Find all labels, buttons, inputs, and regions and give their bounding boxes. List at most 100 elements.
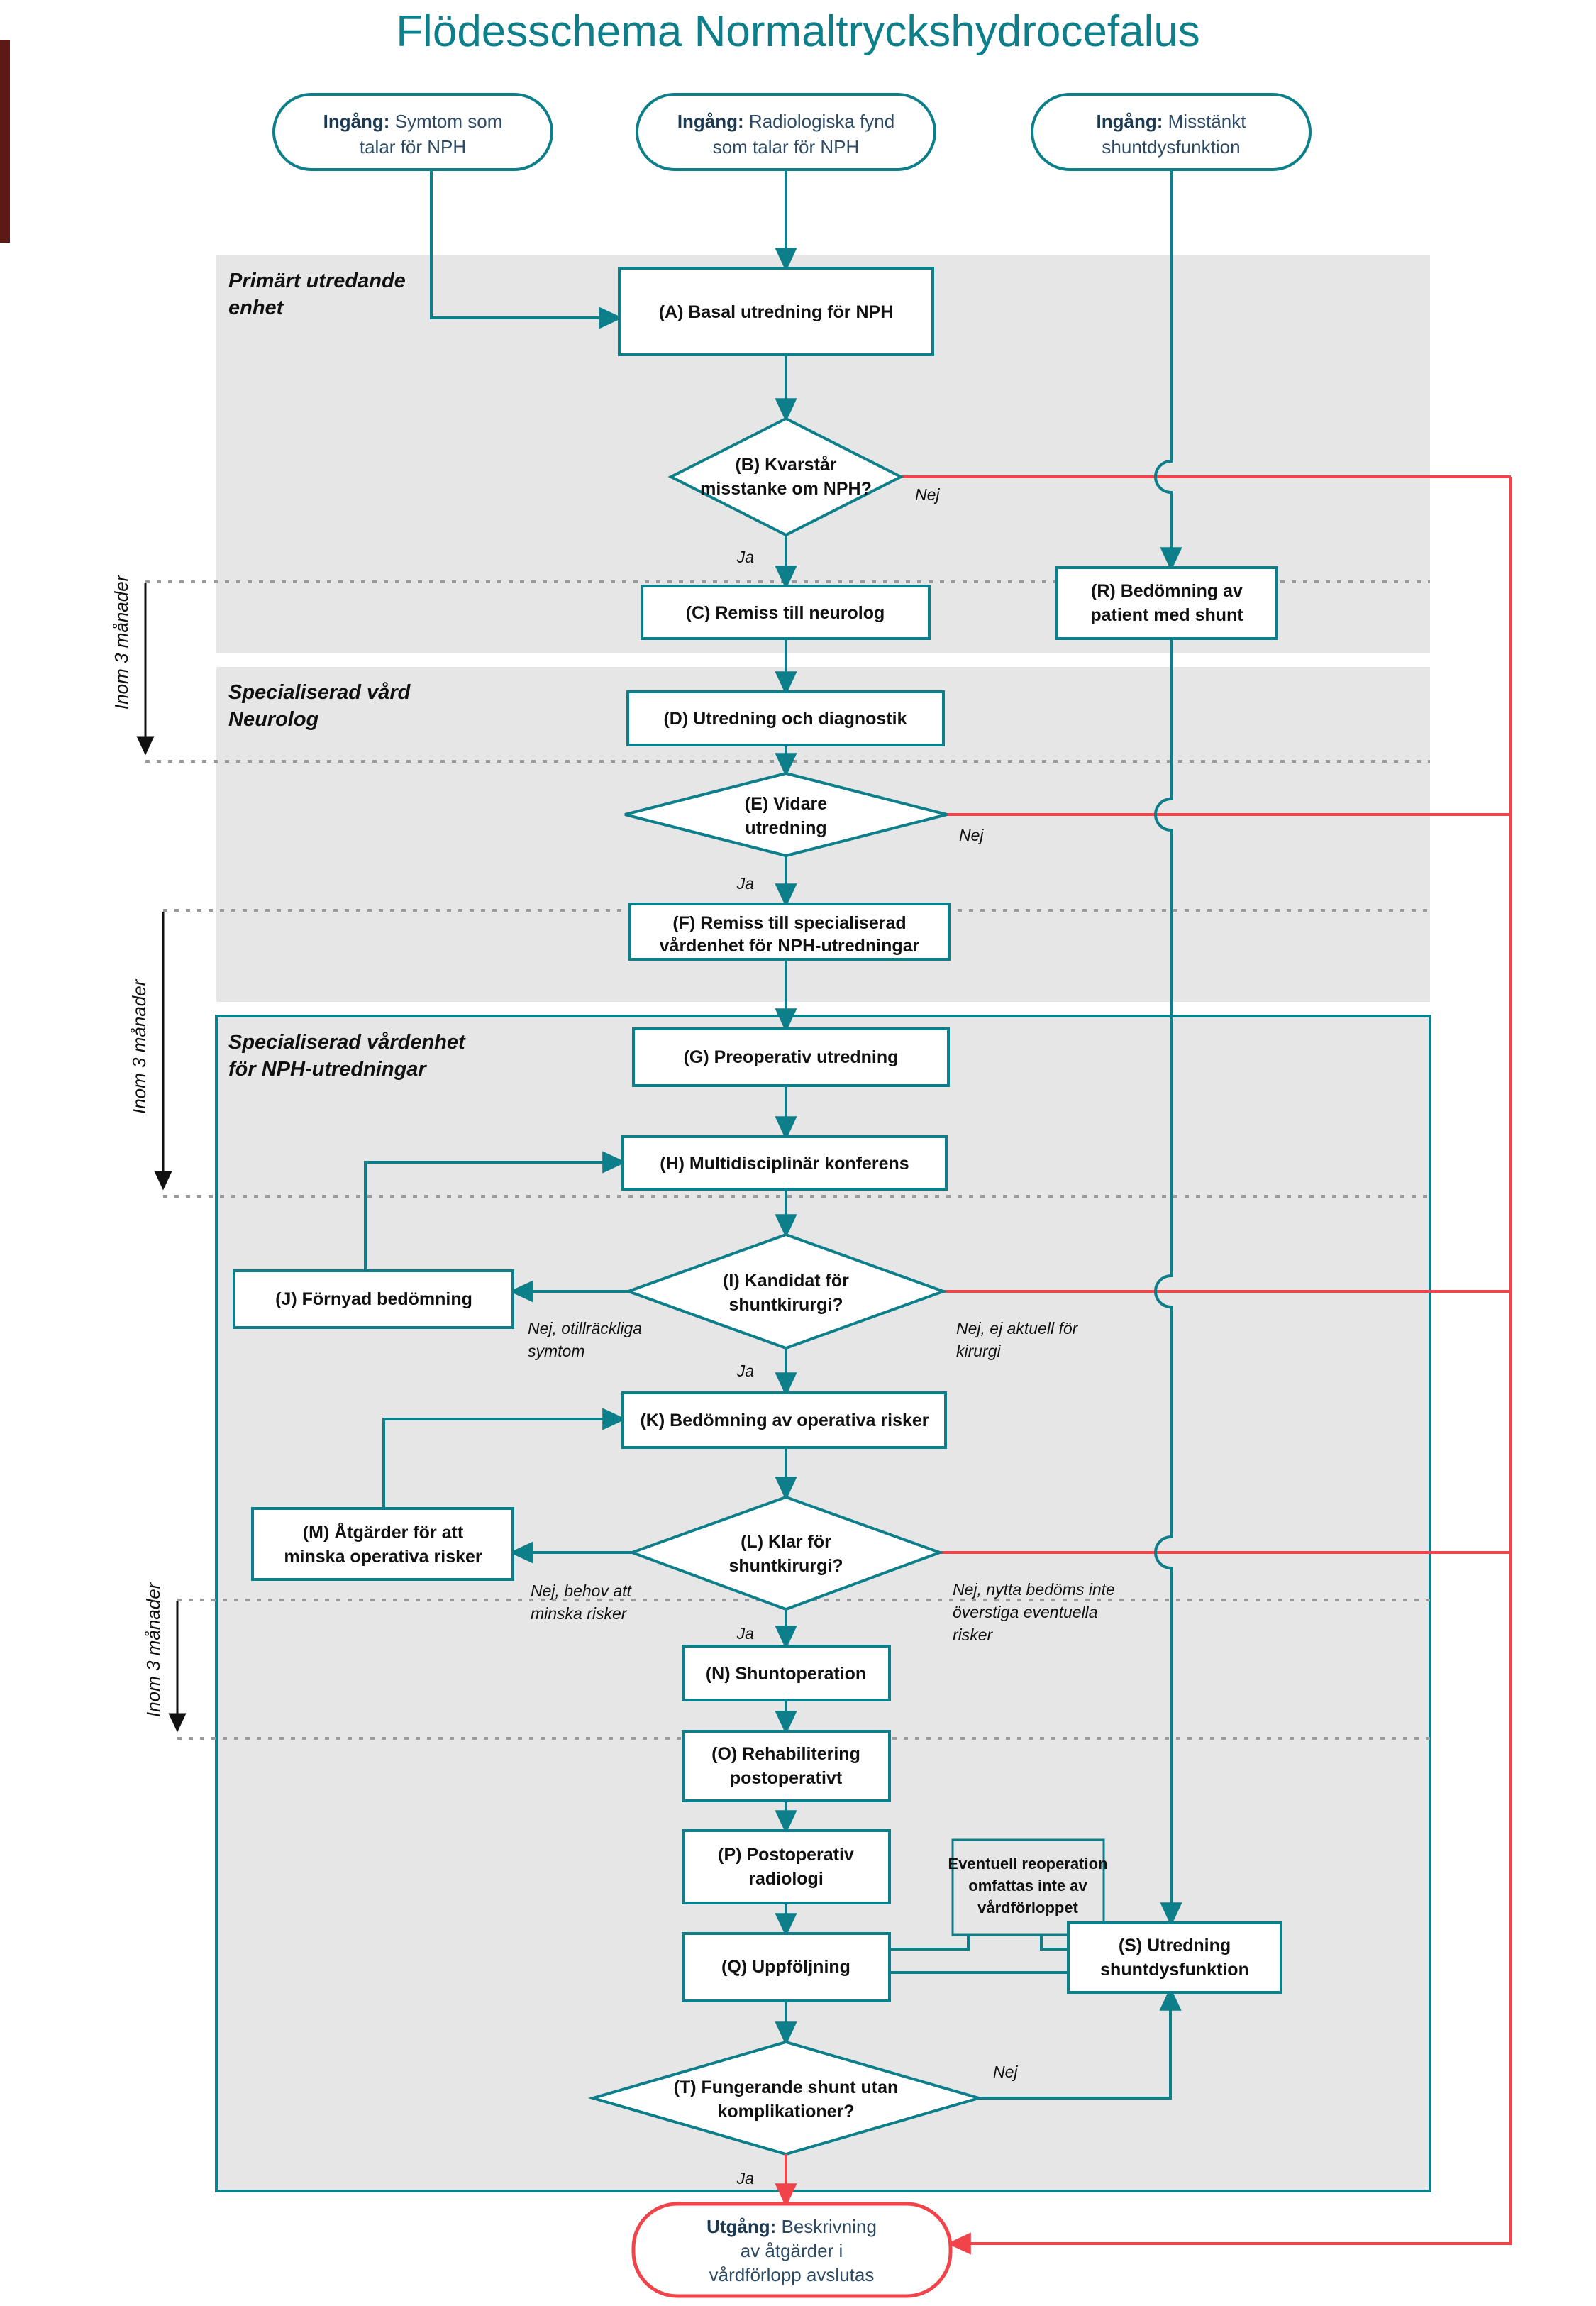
node-b[interactable] bbox=[667, 416, 904, 537]
lane-title-nph-l1: Specialiserad vårdenhet bbox=[228, 1031, 466, 1054]
entry-shunt-line1: Ingång: Misstänkt bbox=[1097, 111, 1247, 132]
label-t-ja: Ja bbox=[736, 2169, 754, 2188]
node-j-label: (J) Förnyad bedömning bbox=[275, 1289, 472, 1309]
label-i-nej-left-1: Nej, otillräckliga bbox=[528, 1319, 642, 1337]
label-e-ja: Ja bbox=[736, 874, 754, 893]
node-l-label-2: shuntkirurgi? bbox=[728, 1556, 843, 1576]
node-e-label-2: utredning bbox=[745, 818, 826, 838]
exit-node[interactable] bbox=[631, 2202, 953, 2298]
entry-node-shunt[interactable] bbox=[1031, 93, 1312, 171]
node-o-label-2: postoperativt bbox=[730, 1768, 843, 1788]
exit-line-2: av åtgärder i bbox=[741, 2240, 843, 2261]
edge-j-to-h bbox=[364, 1151, 626, 1271]
node-h-label: (H) Multidisciplinär konferens bbox=[660, 1154, 909, 1174]
node-c[interactable] bbox=[641, 585, 931, 640]
node-h[interactable] bbox=[621, 1135, 948, 1191]
label-l-nej-right-3: risker bbox=[953, 1626, 994, 1644]
node-q[interactable] bbox=[682, 1932, 891, 2002]
node-d-label: (D) Utredning och diagnostik bbox=[663, 709, 907, 729]
node-i-label-2: shuntkirurgi? bbox=[728, 1295, 843, 1315]
label-l-nej-right-2: överstiga eventuella bbox=[953, 1603, 1098, 1621]
entry-radiologi-line1: Ingång: Radiologiska fynd bbox=[677, 111, 894, 132]
node-b-label-2: misstanke om NPH? bbox=[700, 479, 872, 499]
label-b-ja: Ja bbox=[736, 548, 754, 566]
node-f-label-1: (F) Remiss till specialiserad bbox=[672, 913, 906, 933]
label-l-nej-left-1: Nej, behov att bbox=[531, 1582, 633, 1600]
lane-title-nph-l2: för NPH-utredningar bbox=[228, 1058, 427, 1081]
entry-radiologi-line2: som talar för NPH bbox=[713, 136, 860, 158]
edge-r-trunk-to-s bbox=[1154, 639, 1182, 1926]
node-t-label-2: komplikationer? bbox=[717, 2102, 854, 2122]
node-s[interactable] bbox=[1067, 1921, 1282, 1994]
node-l[interactable] bbox=[628, 1495, 944, 1611]
node-r[interactable] bbox=[1055, 566, 1278, 640]
edge-m-to-k bbox=[382, 1408, 626, 1508]
node-f-label-2: vårdenhet för NPH-utredningar bbox=[660, 936, 920, 956]
note-line-3: vårdförloppet bbox=[977, 1899, 1078, 1916]
label-l-nej-right-1: Nej, nytta bedöms inte bbox=[953, 1580, 1115, 1599]
note-line-2: omfattas inte av bbox=[968, 1877, 1087, 1894]
timeline-label-3: Inom 3 månader bbox=[143, 1582, 164, 1717]
red-route-trunk bbox=[947, 477, 1512, 2255]
label-b-nej: Nej bbox=[915, 485, 940, 504]
node-o[interactable] bbox=[682, 1730, 891, 1802]
node-s-label-1: (S) Utredning bbox=[1119, 1936, 1231, 1955]
panel-nph-unit bbox=[215, 1015, 1431, 2192]
lane-title-primar-l1: Primärt utredande bbox=[228, 270, 406, 292]
node-i[interactable] bbox=[624, 1232, 948, 1350]
timeline-label-1: Inom 3 månader bbox=[111, 574, 132, 710]
node-p-label-1: (P) Postoperativ bbox=[718, 1845, 854, 1865]
node-k-label: (K) Bedömning av operativa risker bbox=[640, 1411, 929, 1430]
node-n-label: (N) Shuntoperation bbox=[706, 1664, 866, 1684]
node-j[interactable] bbox=[233, 1269, 514, 1329]
node-d[interactable] bbox=[626, 690, 945, 746]
node-g-label: (G) Preoperativ utredning bbox=[684, 1047, 899, 1067]
node-o-label-1: (O) Rehabilitering bbox=[711, 1744, 860, 1764]
node-g[interactable] bbox=[632, 1027, 950, 1087]
node-k[interactable] bbox=[621, 1391, 947, 1449]
node-f[interactable] bbox=[628, 903, 951, 961]
label-e-nej: Nej bbox=[959, 826, 984, 844]
exit-line-1: Utgång: Beskrivning bbox=[706, 2216, 877, 2237]
node-s-label-2: shuntdysfunktion bbox=[1100, 1960, 1249, 1980]
node-r-label-1: (R) Bedömning av bbox=[1091, 581, 1243, 601]
lane-title-neurolog-l1: Specialiserad vård bbox=[228, 681, 411, 704]
node-r-label-2: patient med shunt bbox=[1090, 605, 1243, 625]
entry-symtom-line2: talar för NPH bbox=[360, 136, 466, 158]
node-q-label: (Q) Uppföljning bbox=[721, 1957, 850, 1977]
note-reoperation bbox=[951, 1838, 1105, 1936]
node-n[interactable] bbox=[682, 1645, 891, 1701]
node-p[interactable] bbox=[682, 1829, 891, 1904]
lane-title-primar-l2: enhet bbox=[228, 297, 284, 319]
label-i-nej-right-2: kirurgi bbox=[956, 1342, 1002, 1360]
edge-t-to-s bbox=[901, 1987, 1182, 2100]
node-b-label-1: (B) Kvarstår bbox=[735, 455, 836, 475]
node-t-label-1: (T) Fungerande shunt utan bbox=[674, 2078, 899, 2097]
node-m-label-2: minska operativa risker bbox=[284, 1547, 482, 1567]
node-e-label-1: (E) Vidare bbox=[745, 794, 827, 814]
label-i-ja: Ja bbox=[736, 1362, 754, 1380]
node-m[interactable] bbox=[251, 1507, 514, 1581]
node-e[interactable] bbox=[624, 771, 948, 858]
edge-entry1-to-a bbox=[430, 170, 623, 329]
label-t-nej: Nej bbox=[993, 2063, 1018, 2081]
entry-shunt-line2: shuntdysfunktion bbox=[1102, 136, 1240, 158]
edge-entry3-trunk-to-r bbox=[1154, 170, 1182, 571]
node-i-label-1: (I) Kandidat för bbox=[723, 1271, 849, 1291]
entry-node-symtom[interactable] bbox=[272, 93, 553, 171]
label-i-nej-left-2: symtom bbox=[528, 1342, 585, 1360]
label-l-ja: Ja bbox=[736, 1624, 754, 1643]
timeline-label-2: Inom 3 månader bbox=[128, 978, 150, 1114]
entry-node-radiologi[interactable] bbox=[636, 93, 936, 171]
page-title: Flödesschema Normaltryckshydrocefalus bbox=[396, 7, 1200, 56]
note-line-1: Eventuell reoperation bbox=[948, 1855, 1108, 1872]
node-p-label-2: radiologi bbox=[748, 1869, 824, 1889]
lane-title-neurolog-l2: Neurolog bbox=[228, 708, 319, 731]
label-l-nej-left-2: minska risker bbox=[531, 1604, 628, 1623]
node-m-label-1: (M) Åtgärder för att bbox=[303, 1522, 464, 1543]
entry-symtom-line1: Ingång: Symtom som bbox=[323, 111, 503, 132]
node-a[interactable] bbox=[618, 267, 934, 356]
left-accent-bar bbox=[0, 40, 10, 243]
node-l-label-1: (L) Klar för bbox=[741, 1532, 831, 1552]
